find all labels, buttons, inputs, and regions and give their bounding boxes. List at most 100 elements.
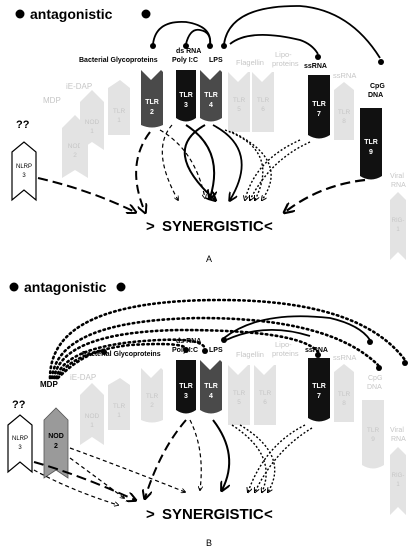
svg-text:NOD: NOD	[48, 433, 64, 440]
svg-text:TLR: TLR	[179, 383, 193, 390]
antagonistic-label-b: antagonistic	[24, 279, 107, 295]
svg-text:DNA: DNA	[367, 384, 382, 391]
mdp-antagonistic-arcs	[48, 298, 407, 380]
nlrp3-receptor: NLRP 3	[11, 141, 37, 202]
synergistic-left: >	[146, 218, 155, 235]
svg-text:6: 6	[261, 106, 265, 113]
cpg-dna-label-b: CpG	[368, 375, 382, 382]
tlr4-receptor: TLR 4	[200, 70, 222, 122]
rig1-receptor-b: RIG- 1	[390, 447, 406, 515]
unknown-mark-b: ??	[12, 399, 26, 411]
svg-text:TLR: TLR	[338, 109, 351, 116]
svg-text:2: 2	[150, 109, 154, 116]
svg-text:9: 9	[371, 436, 375, 443]
panel-b-label: B	[206, 538, 212, 548]
svg-text:TLR: TLR	[113, 108, 126, 115]
svg-text:proteins: proteins	[272, 59, 299, 68]
synergistic-arrows	[37, 124, 366, 212]
nlrp3-receptor-b: NLRP 3	[7, 414, 33, 474]
svg-text:3: 3	[22, 173, 26, 179]
tlr8-receptor-b: TLR 8	[334, 364, 354, 422]
svg-text:NOD: NOD	[85, 413, 100, 420]
svg-text:8: 8	[342, 400, 346, 407]
svg-text:3: 3	[184, 393, 188, 400]
ssrna-label-faint-b: ssRNA	[333, 353, 356, 362]
panel-a-label: A	[206, 254, 212, 264]
synergistic-left-b: >	[146, 506, 155, 523]
nod1-receptor-b: NOD 1	[80, 383, 104, 445]
svg-text:TLR: TLR	[113, 403, 126, 410]
svg-text:TLR: TLR	[146, 393, 159, 400]
viral-rna-label-b: Viral	[390, 427, 404, 434]
svg-text:RNA: RNA	[391, 182, 406, 189]
svg-text:TLR: TLR	[312, 383, 326, 390]
tlr2-receptor: TLR 2	[141, 70, 163, 128]
synergistic-right: <	[264, 218, 273, 235]
svg-text:NOD: NOD	[68, 143, 83, 150]
svg-text:RIG-: RIG-	[392, 218, 405, 224]
svg-text:RIG-: RIG-	[392, 473, 405, 479]
svg-text:Poly I:C: Poly I:C	[172, 57, 198, 64]
svg-text:4: 4	[209, 393, 213, 400]
ie-dap-label-b: iE-DAP	[70, 373, 96, 382]
lipoproteins-label: Lipo-	[275, 50, 292, 59]
svg-text:TLR: TLR	[338, 391, 351, 398]
svg-text:9: 9	[369, 149, 373, 156]
bacterial-glycoproteins-label: Bacterial Glycoproteins	[79, 57, 158, 64]
svg-text:1: 1	[117, 412, 121, 419]
cpg-dna-label: CpG	[370, 83, 385, 90]
svg-text:7: 7	[317, 393, 321, 400]
svg-text:TLR: TLR	[233, 390, 246, 397]
antagonistic-arcs	[152, 5, 381, 59]
flagellin-label-b: Flagellin	[236, 350, 264, 359]
tlr1-receptor: TLR 1	[108, 80, 130, 135]
svg-text:6: 6	[263, 399, 267, 406]
rig1-receptor: RIG- 1	[390, 192, 406, 260]
svg-text:2: 2	[73, 152, 77, 159]
svg-text:DNA: DNA	[368, 92, 383, 99]
tlr3-receptor: TLR 3	[176, 70, 196, 122]
svg-text:1: 1	[90, 422, 94, 429]
viral-rna-label: Viral	[390, 173, 404, 180]
dsrna-label: ds RNA	[176, 48, 201, 55]
tlr4-receptor-b: TLR 4	[200, 360, 222, 414]
svg-text:5: 5	[237, 399, 241, 406]
tlr5-receptor: TLR 5	[228, 72, 250, 132]
tlr9-receptor: TLR 9	[360, 108, 382, 180]
svg-text:TLR: TLR	[204, 92, 218, 99]
tlr9-receptor-b: TLR 9	[362, 400, 384, 469]
svg-text:TLR: TLR	[145, 99, 159, 106]
svg-text:TLR: TLR	[364, 139, 378, 146]
lps-label-b: LPS	[209, 347, 223, 354]
svg-text:3: 3	[18, 445, 22, 451]
tlr7-receptor: TLR 7	[308, 75, 330, 139]
svg-text:TLR: TLR	[367, 427, 380, 434]
svg-text:8: 8	[342, 118, 346, 125]
svg-text:1: 1	[396, 227, 400, 233]
tlr8-receptor: TLR 8	[334, 82, 354, 140]
svg-text:NLRP: NLRP	[12, 436, 28, 442]
svg-text:proteins: proteins	[272, 349, 299, 358]
panel-a: NOD 2 NOD 1 TLR 1 TLR 5 TLR 6 TLR 8	[11, 5, 406, 264]
svg-text:1: 1	[90, 128, 94, 135]
svg-text:2: 2	[54, 443, 58, 450]
synergistic-label-b: SYNERGISTIC	[162, 506, 264, 523]
svg-text:3: 3	[184, 102, 188, 109]
svg-text:TLR: TLR	[233, 97, 246, 104]
svg-text:TLR: TLR	[257, 97, 270, 104]
tlr5-receptor-b: TLR 5	[228, 365, 250, 425]
svg-text:5: 5	[237, 106, 241, 113]
svg-text:TLR: TLR	[259, 390, 272, 397]
tlr3-receptor-b: TLR 3	[176, 360, 196, 414]
tlr6-receptor-b: TLR 6	[254, 365, 276, 425]
ie-dap-label: iE-DAP	[66, 82, 92, 91]
svg-text:1: 1	[396, 482, 400, 488]
ssrna-label: ssRNA	[304, 63, 327, 70]
svg-text:1: 1	[117, 117, 121, 124]
svg-text:7: 7	[317, 111, 321, 118]
svg-text:TLR: TLR	[179, 92, 193, 99]
svg-text:NOD: NOD	[85, 119, 100, 126]
tlr1-receptor-b: TLR 1	[108, 378, 130, 430]
svg-text:NLRP: NLRP	[16, 164, 32, 170]
